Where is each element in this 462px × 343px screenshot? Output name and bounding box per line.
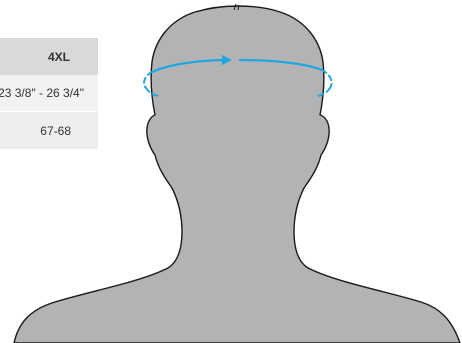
head-silhouette [14,6,460,343]
